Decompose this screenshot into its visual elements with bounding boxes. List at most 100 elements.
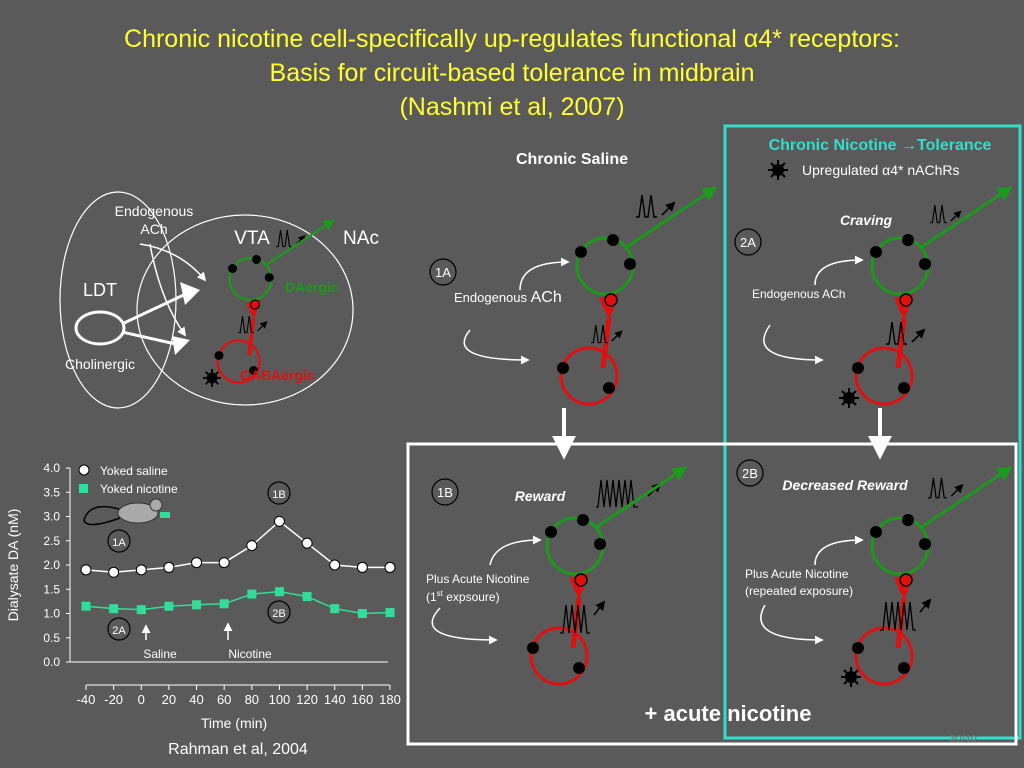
panel-1a-endogenous: Endogenous ACh: [454, 289, 562, 306]
mouse-icon: [83, 498, 170, 526]
y-tick-label: 4.0: [43, 461, 60, 475]
y-ticks: 0.00.51.01.52.02.53.03.54.0: [43, 461, 70, 669]
panel-2a-input-arrow: [763, 324, 824, 365]
y-tick-label: 2.5: [43, 534, 60, 548]
x-tick-label: 120: [296, 692, 318, 707]
panel-1a-marker: [429, 258, 457, 286]
circuit-model-diagram: Endogenous ACh LDT Cholinergic VTA NAc D…: [59, 191, 379, 409]
panel-1b-label: 1B: [437, 485, 453, 500]
panel-2a-label: 2A: [740, 235, 756, 250]
legend-saline-label: Yoked saline: [100, 464, 168, 478]
panel-1a: 1A Endogenous ACh: [429, 188, 715, 404]
y-tick-label: 1.5: [43, 582, 60, 596]
data-point-series-1: [385, 608, 395, 618]
panel-1a-da-spikes: [636, 195, 674, 217]
decreased-reward-label: Decreased Reward: [782, 477, 908, 493]
ldt-terminal-lower: [172, 336, 190, 355]
chronic-saline-heading: Chronic Saline: [516, 151, 628, 168]
acute-nicotine-label: + acute nicotine: [645, 701, 812, 726]
data-point-series-0: [108, 566, 120, 578]
data-point-series-1: [357, 609, 367, 618]
panel-2a: 2A Craving Endogenous ACh: [734, 188, 1010, 409]
legend-nicotine-marker: [79, 484, 88, 493]
x-tick-label: 20: [162, 692, 176, 707]
panel-2b-gaba-arrow: [919, 598, 932, 613]
nicotine-annotation: Nicotine: [228, 647, 272, 661]
gabaergic-label: GABAergic: [240, 367, 315, 383]
data-point-series-0: [135, 564, 147, 576]
panel-1b-gaba-arrow: [593, 600, 606, 616]
y-tick-label: 2.0: [43, 558, 60, 572]
endogenous-ach-arrow: [139, 243, 207, 282]
data-point-series-1: [109, 604, 119, 614]
data-point-series-1: [81, 601, 91, 611]
y-axis-label: Dialysate DA (nM): [5, 509, 21, 622]
panel-1b-input-arrow: [431, 607, 498, 645]
panel-2a-da-spikes: [930, 205, 960, 223]
panel-2b-nachr-icon: [840, 666, 862, 688]
upregulated-label: Upregulated α4* nAChRs: [802, 162, 960, 178]
x-axis-label: Time (min): [201, 715, 267, 731]
panel-2b-ach-arrow: [814, 535, 864, 566]
nachr-icon: [202, 368, 222, 388]
chart-2b-label: 2B: [272, 608, 285, 620]
chart-2b-marker: [267, 600, 291, 624]
citation: Rahman et al, 2004: [168, 741, 308, 758]
series-line-0: [85, 520, 390, 574]
ldt-axon-lower: [121, 330, 181, 347]
panel-1b: 1B Reward Plus Acute Nicotine (1st expso…: [426, 468, 685, 684]
panel-2b-plus-acute-line2: (repeated exposure): [745, 584, 853, 598]
data-point-series-1: [302, 592, 312, 602]
data-point-series-0: [273, 515, 285, 527]
slide-title: Chronic nicotine cell-specifically up-re…: [0, 22, 1024, 124]
ldt-axon-upper: [121, 290, 191, 326]
data-point-series-0: [384, 561, 396, 573]
chart-1b-label: 1B: [272, 489, 285, 501]
data-point-series-1: [164, 601, 174, 611]
data-point-series-0: [356, 561, 368, 573]
panel-1b-da-spikes: [596, 479, 638, 508]
x-tick-label: 80: [245, 692, 259, 707]
x-tick-label: 140: [324, 692, 346, 707]
vta-region-outline: [136, 214, 354, 406]
saline-annotation: Saline: [143, 647, 177, 661]
panel-2b-circuit: [852, 468, 1010, 684]
chart-1a-label: 1A: [112, 537, 126, 549]
panel-1a-ach-arrow: [519, 257, 570, 291]
y-tick-label: 0.5: [43, 631, 60, 645]
nac-label: NAc: [343, 228, 379, 249]
chart-1a-marker: [107, 529, 131, 553]
cholinergic-label: Cholinergic: [65, 356, 135, 372]
x-tick-label: 40: [189, 692, 203, 707]
chart-2a-label: 2A: [112, 625, 126, 637]
y-tick-label: 1.0: [43, 607, 60, 621]
acute-nicotine-box: [406, 442, 1018, 746]
x-tick-label: 60: [217, 692, 231, 707]
panel-2b-gaba-spikes: [880, 601, 916, 631]
ldt-terminal-upper: [180, 282, 200, 305]
ldt-neuron: [74, 310, 126, 346]
data-point-series-1: [274, 587, 284, 597]
endogenous-ach-label-line2: ACh: [140, 221, 167, 237]
data-point-series-1: [330, 604, 340, 614]
chronic-nicotine-box: [723, 124, 1022, 740]
x-tick-label: -20: [104, 692, 123, 707]
x-tick-label: -40: [77, 692, 96, 707]
panel-2b-marker: [736, 459, 764, 487]
panel-1a-input-arrow: [463, 329, 530, 365]
endogenous-ach-label-line1: Endogenous: [115, 203, 194, 219]
data-point-series-0: [301, 537, 313, 549]
chart-2a-marker: [107, 617, 131, 641]
title-line-2: Basis for circuit-based tolerance in mid…: [269, 59, 755, 87]
chart-series: [80, 515, 396, 618]
panel-2b-plus-acute-line1: Plus Acute Nicotine: [745, 567, 849, 581]
data-point-series-0: [246, 540, 258, 552]
title-line-3: (Nashmi et al, 2007): [399, 93, 625, 121]
endogenous-ach-arrow-2: [149, 243, 187, 337]
panel-1b-plus-acute-line1: Plus Acute Nicotine: [426, 572, 530, 586]
chart-1b-marker: [267, 481, 291, 505]
vta-label: VTA: [234, 228, 270, 249]
x-tick-label: 100: [269, 692, 291, 707]
